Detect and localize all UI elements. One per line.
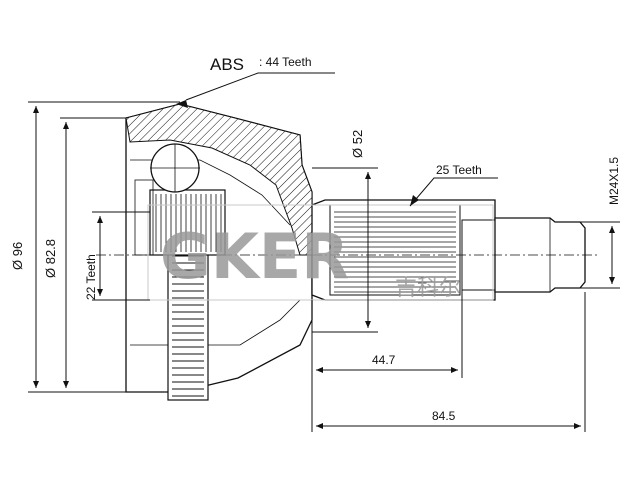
dim-length-total-label: 84.5 xyxy=(432,409,456,423)
watermark-chinese: 吉科尔 xyxy=(395,276,461,301)
inner-race xyxy=(134,179,226,256)
watermark: GKER 吉科尔 xyxy=(147,204,494,301)
dim-outer-label: Ø 96 xyxy=(10,242,25,270)
abs-ring xyxy=(167,249,209,401)
dim-length-short: 44.7 xyxy=(311,290,463,378)
dim-seal-diameter: Ø 52 xyxy=(312,130,378,333)
dim-mid-diameter: Ø 82.8 xyxy=(43,117,126,393)
dim-seal-label: Ø 52 xyxy=(350,130,365,158)
watermark-brand: GKER xyxy=(160,220,349,293)
abs-teeth-label: : 44 Teeth xyxy=(259,55,312,69)
spline-teeth-label: 25 Teeth xyxy=(436,163,482,177)
dim-thread: M24X1.5 xyxy=(580,157,621,289)
dim-mid-label: Ø 82.8 xyxy=(43,239,58,278)
dim-length-short-label: 44.7 xyxy=(372,353,396,367)
dim-inner-teeth-label: 22 Teeth xyxy=(84,254,98,300)
dim-inner-teeth: 22 Teeth xyxy=(84,211,150,301)
abs-label: ABS xyxy=(210,55,244,74)
spline-teeth-callout: 25 Teeth xyxy=(409,163,498,207)
dim-length-total: 84.5 xyxy=(311,292,586,432)
dim-thread-label: M24X1.5 xyxy=(607,157,621,205)
abs-callout: ABS : 44 Teeth xyxy=(176,55,335,108)
stub-shaft xyxy=(311,199,586,301)
